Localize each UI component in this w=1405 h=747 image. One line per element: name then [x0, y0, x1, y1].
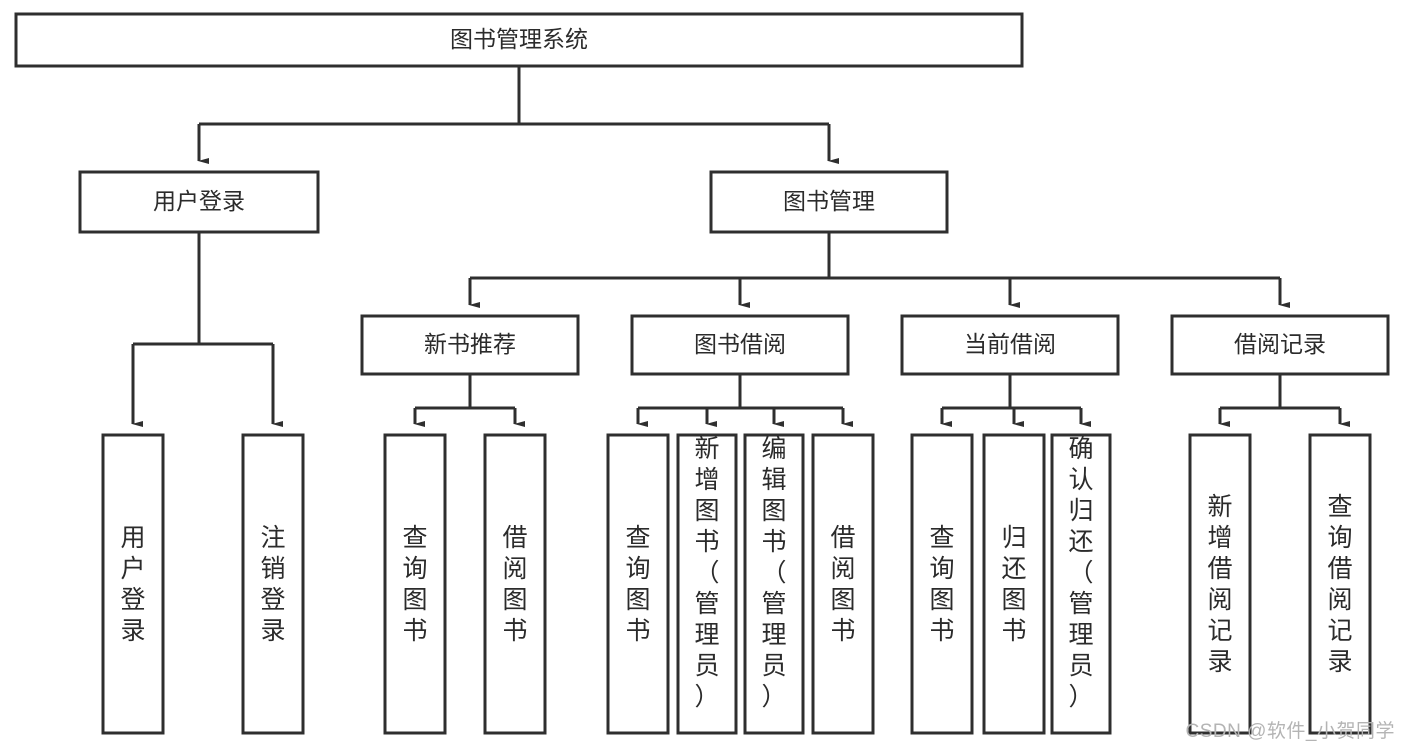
- node-box-leaf-add-book-admin: [676, 433, 738, 735]
- node-label-leaf-query-book-current: 查询图书: [929, 524, 954, 645]
- node-layer: 图书管理系统用户登录图书管理新书推荐图书借阅当前借阅借阅记录用户登录注销登录查询…: [14, 12, 1390, 735]
- node-box-leaf-query-book-recommend: [383, 433, 447, 735]
- node-leaf-borrow-book[interactable]: 借阅图书: [811, 433, 875, 735]
- node-leaf-edit-book-admin[interactable]: 编辑图书（管理员）: [743, 433, 805, 735]
- connector-conn-root-to-level1: [197, 66, 839, 164]
- node-label-current-borrow: 当前借阅: [964, 331, 1056, 357]
- node-leaf-user-login[interactable]: 用户登录: [101, 433, 165, 735]
- node-box-leaf-query-book-current: [910, 433, 974, 735]
- node-leaf-add-borrow-record[interactable]: 新增借阅记录: [1188, 433, 1252, 735]
- connector-conn-record-to-leaves: [1218, 374, 1350, 427]
- node-label-leaf-logout-login: 注销登录: [260, 524, 285, 645]
- node-label-book-manage: 图书管理: [783, 188, 875, 214]
- node-label-leaf-add-borrow-record: 新增借阅记录: [1207, 493, 1232, 676]
- node-leaf-query-book-recommend[interactable]: 查询图书: [383, 433, 447, 735]
- node-box-leaf-query-book-borrow: [606, 433, 670, 735]
- node-leaf-query-borrow-record[interactable]: 查询借阅记录: [1308, 433, 1372, 735]
- node-label-borrow-record: 借阅记录: [1234, 331, 1326, 357]
- node-label-leaf-confirm-return-admin: 确认归还（管理员）: [1068, 435, 1093, 711]
- node-leaf-query-book-borrow[interactable]: 查询图书: [606, 433, 670, 735]
- node-user-login[interactable]: 用户登录: [78, 170, 320, 234]
- node-box-book-borrow: [630, 314, 850, 376]
- node-label-leaf-query-book-borrow: 查询图书: [625, 524, 650, 645]
- node-label-leaf-query-book-recommend: 查询图书: [402, 524, 427, 645]
- node-box-leaf-query-borrow-record: [1308, 433, 1372, 735]
- node-book-borrow[interactable]: 图书借阅: [630, 314, 850, 376]
- node-box-current-borrow: [900, 314, 1120, 376]
- node-box-leaf-add-borrow-record: [1188, 433, 1252, 735]
- node-box-leaf-return-book: [982, 433, 1046, 735]
- node-label-leaf-edit-book-admin: 编辑图书（管理员）: [761, 435, 786, 711]
- node-box-leaf-logout-login: [241, 433, 305, 735]
- node-label-leaf-user-login: 用户登录: [120, 524, 145, 645]
- node-new-book-recommend[interactable]: 新书推荐: [360, 314, 580, 376]
- node-label-root: 图书管理系统: [450, 26, 588, 52]
- connector-conn-userlogin-to-leaves: [131, 232, 283, 427]
- node-box-leaf-user-login: [101, 433, 165, 735]
- node-borrow-record[interactable]: 借阅记录: [1170, 314, 1390, 376]
- node-label-leaf-add-book-admin: 新增图书（管理员）: [694, 435, 719, 711]
- node-leaf-return-book[interactable]: 归还图书: [982, 433, 1046, 735]
- node-box-leaf-confirm-return-admin: [1050, 433, 1112, 735]
- node-leaf-add-book-admin[interactable]: 新增图书（管理员）: [676, 433, 738, 735]
- node-leaf-borrow-book-recommend[interactable]: 借阅图书: [483, 433, 547, 735]
- node-box-user-login: [78, 170, 320, 234]
- node-box-leaf-edit-book-admin: [743, 433, 805, 735]
- node-book-manage[interactable]: 图书管理: [709, 170, 949, 234]
- node-current-borrow[interactable]: 当前借阅: [900, 314, 1120, 376]
- connector-conn-bookmanage-to-level2: [468, 232, 1290, 308]
- node-box-new-book-recommend: [360, 314, 580, 376]
- connector-conn-recommend-to-leaves: [413, 374, 525, 427]
- node-leaf-confirm-return-admin[interactable]: 确认归还（管理员）: [1050, 433, 1112, 735]
- node-label-leaf-query-borrow-record: 查询借阅记录: [1327, 493, 1352, 676]
- node-box-root: [14, 12, 1024, 68]
- node-label-leaf-return-book: 归还图书: [1001, 524, 1026, 645]
- node-label-user-login: 用户登录: [153, 188, 245, 214]
- node-box-book-manage: [709, 170, 949, 234]
- node-leaf-logout-login[interactable]: 注销登录: [241, 433, 305, 735]
- node-label-leaf-borrow-book-recommend: 借阅图书: [502, 524, 527, 645]
- node-label-new-book-recommend: 新书推荐: [424, 331, 516, 357]
- node-root[interactable]: 图书管理系统: [14, 12, 1024, 68]
- node-box-leaf-borrow-book: [811, 433, 875, 735]
- connector-layer: [131, 66, 1350, 427]
- node-box-leaf-borrow-book-recommend: [483, 433, 547, 735]
- connector-conn-current-to-leaves: [940, 374, 1091, 427]
- node-label-book-borrow: 图书借阅: [694, 331, 786, 357]
- node-box-borrow-record: [1170, 314, 1390, 376]
- connector-conn-borrow-to-leaves: [636, 374, 853, 427]
- node-label-leaf-borrow-book: 借阅图书: [830, 524, 855, 645]
- node-leaf-query-book-current[interactable]: 查询图书: [910, 433, 974, 735]
